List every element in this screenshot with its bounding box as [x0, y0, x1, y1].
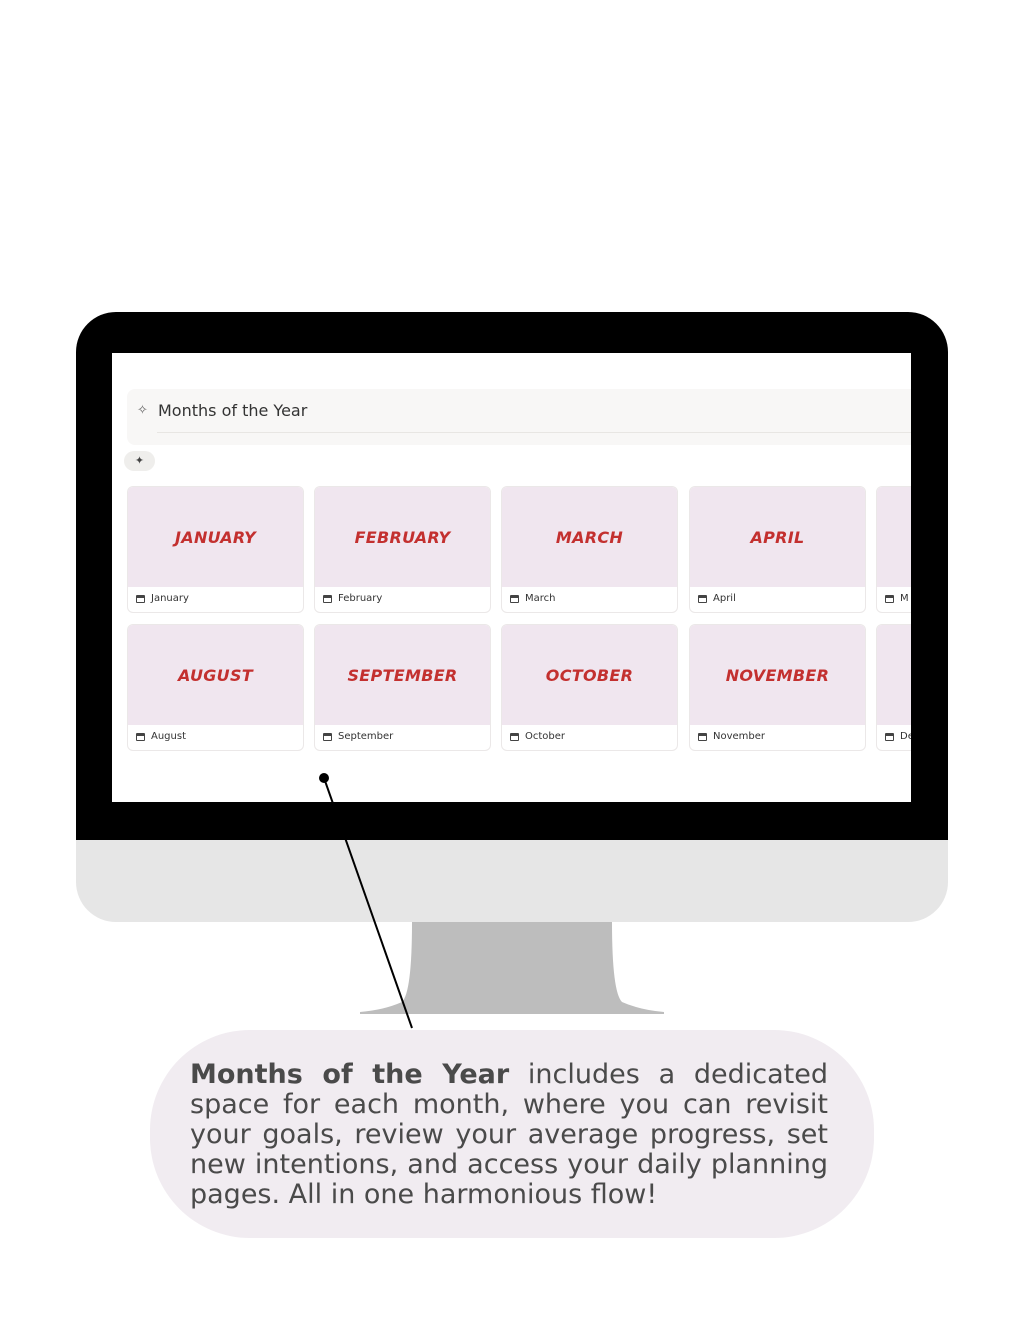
card-footer: January — [136, 593, 189, 604]
monitor-chin — [76, 840, 948, 922]
month-card[interactable]: MARCH March — [501, 486, 678, 613]
magic-wand-icon: ✦ — [134, 454, 145, 467]
card-footer: February — [323, 593, 382, 604]
card-label: March — [525, 593, 556, 604]
card-label: September — [338, 731, 394, 742]
calendar-icon — [136, 732, 145, 741]
calendar-icon — [510, 732, 519, 741]
card-cover: FEBRUARY — [315, 487, 490, 587]
card-label: August — [151, 731, 186, 742]
month-card[interactable]: De — [876, 624, 911, 751]
card-cover: NOVEMBER — [690, 625, 865, 725]
card-cover: AUGUST — [128, 625, 303, 725]
card-footer: De — [885, 731, 911, 742]
card-footer: April — [698, 593, 736, 604]
cover-title: OCTOBER — [545, 665, 634, 685]
divider — [157, 432, 911, 433]
month-card[interactable]: FEBRUARY February — [314, 486, 491, 613]
card-label: January — [151, 593, 189, 604]
page-title: Months of the Year — [158, 401, 308, 420]
cover-title: SEPTEMBER — [347, 665, 458, 685]
card-cover: SEPTEMBER — [315, 625, 490, 725]
card-cover: APRIL — [690, 487, 865, 587]
card-footer: November — [698, 731, 765, 742]
card-label: De — [900, 731, 911, 742]
callout-text: Months of the Year includes a dedicated … — [190, 1059, 828, 1210]
calendar-icon — [885, 594, 894, 603]
card-cover: JANUARY — [128, 487, 303, 587]
page-header: ✧ Months of the Year — [127, 389, 911, 445]
calendar-icon — [323, 732, 332, 741]
card-footer: October — [510, 731, 565, 742]
card-footer: August — [136, 731, 186, 742]
calendar-icon — [136, 594, 145, 603]
magic-wand-button[interactable]: ✦ — [124, 451, 155, 471]
month-card[interactable]: AUGUST August — [127, 624, 304, 751]
calendar-icon — [885, 732, 894, 741]
card-label: April — [713, 593, 736, 604]
card-footer: September — [323, 731, 393, 742]
card-label: November — [713, 731, 766, 742]
month-card[interactable]: APRIL April — [689, 486, 866, 613]
cover-title: MARCH — [555, 527, 624, 547]
callout-bubble: Months of the Year includes a dedicated … — [150, 1030, 874, 1238]
card-label: February — [338, 593, 383, 604]
card-footer: M — [885, 593, 909, 604]
month-card[interactable]: M — [876, 486, 911, 613]
cover-title: JANUARY — [175, 527, 256, 547]
cover-title: NOVEMBER — [725, 665, 830, 685]
month-card[interactable]: JANUARY January — [127, 486, 304, 613]
card-cover — [877, 487, 911, 587]
cover-title: AUGUST — [177, 665, 254, 685]
monitor-stand — [360, 922, 664, 1014]
calendar-icon — [323, 594, 332, 603]
cover-title: APRIL — [750, 527, 805, 547]
cover-title: FEBRUARY — [354, 527, 451, 547]
card-footer: March — [510, 593, 555, 604]
month-card[interactable]: OCTOBER October — [501, 624, 678, 751]
sparkle-icon: ✧ — [137, 403, 148, 418]
card-label: October — [525, 731, 566, 742]
card-cover: MARCH — [502, 487, 677, 587]
card-label: M — [900, 593, 909, 604]
calendar-icon — [510, 594, 519, 603]
pointer-dot — [319, 773, 329, 783]
month-card[interactable]: SEPTEMBER September — [314, 624, 491, 751]
month-card[interactable]: NOVEMBER November — [689, 624, 866, 751]
calendar-icon — [698, 732, 707, 741]
card-cover: OCTOBER — [502, 625, 677, 725]
card-cover — [877, 625, 911, 725]
calendar-icon — [698, 594, 707, 603]
